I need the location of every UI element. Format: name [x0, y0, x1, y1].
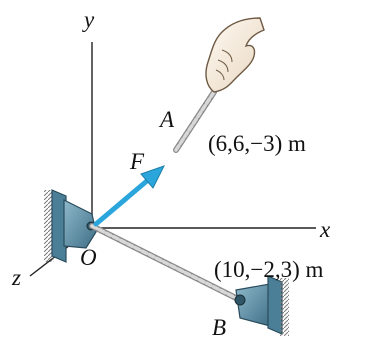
hand-icon	[205, 17, 265, 93]
point-a-coordinates: (6,6,−3) m	[208, 131, 306, 156]
point-a-label: A	[160, 107, 175, 132]
point-b-label: B	[212, 315, 227, 340]
x-axis-label: x	[320, 217, 331, 242]
wall-bracket-icon	[234, 275, 289, 336]
z-axis-label: z	[12, 265, 21, 290]
y-axis-label: y	[84, 7, 95, 32]
point-b-coordinates: (10,−2,3) m	[214, 257, 324, 282]
wall-bracket-icon	[44, 189, 97, 263]
origin-label: O	[80, 245, 97, 270]
force-arrow	[93, 165, 165, 227]
rope-a	[173, 89, 217, 153]
rope-ob	[89, 223, 243, 303]
force-label: F	[130, 149, 145, 174]
